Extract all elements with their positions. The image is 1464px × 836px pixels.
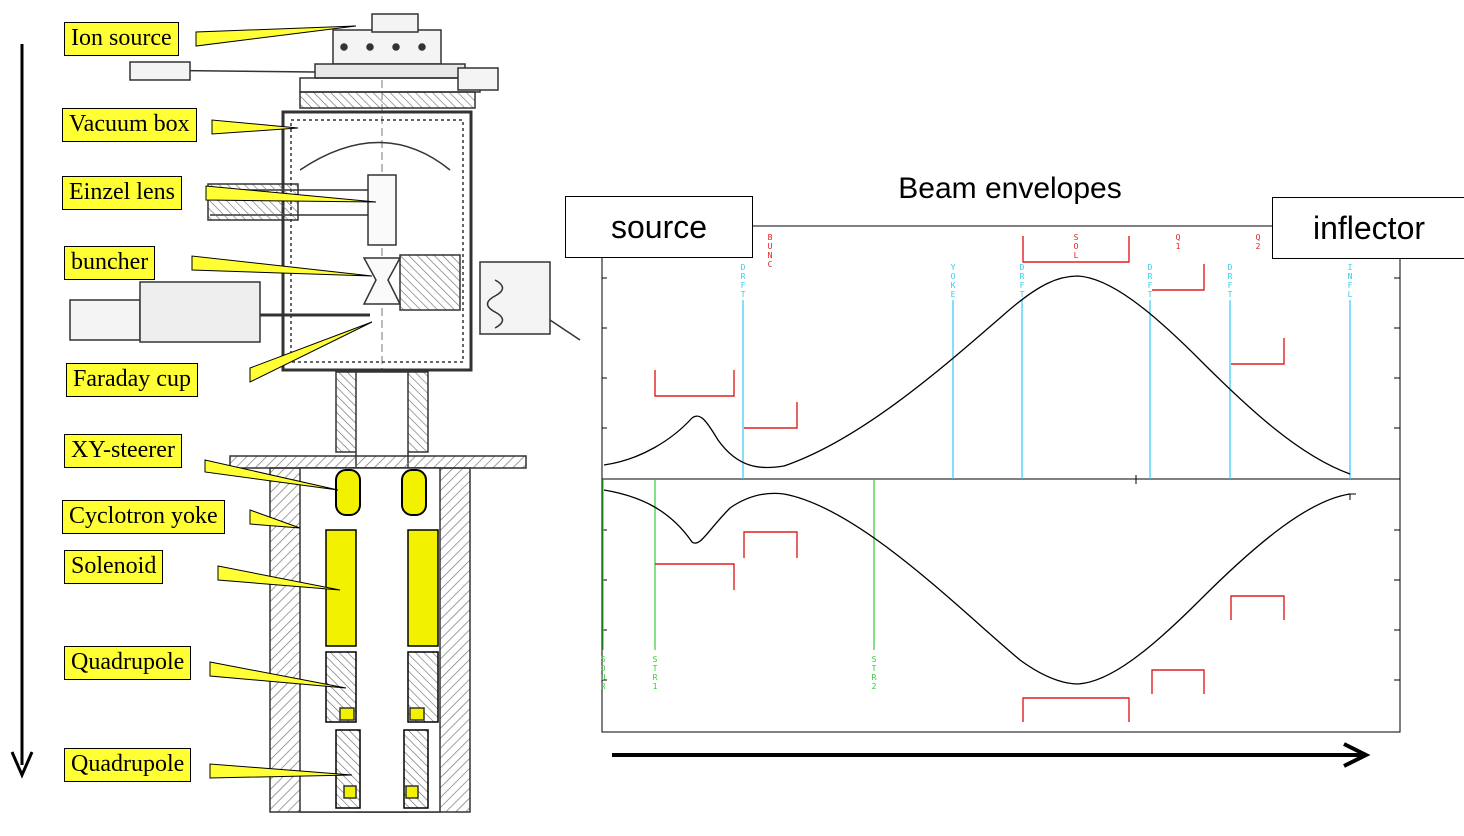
solenoid-element-upper <box>1022 236 1130 263</box>
solenoid-element-lower <box>1022 697 1130 722</box>
ion-source-callout: Ion source <box>64 22 179 56</box>
q1-element-lower <box>1151 669 1205 694</box>
solenoid-callout: Solenoid <box>64 550 164 584</box>
beamline-schematic <box>69 13 581 813</box>
steerer-marker-lines <box>602 480 875 650</box>
buncher-callout: buncher <box>64 246 156 280</box>
q2-element-upper <box>1231 338 1285 365</box>
quadrupole-callout-2: Quadrupole <box>64 748 192 782</box>
plot-title: Beam envelopes <box>898 172 1122 205</box>
horizontal-direction-arrow <box>612 742 1371 768</box>
buncher-element-upper <box>654 370 735 397</box>
q1-element-upper <box>1152 264 1205 291</box>
lower-envelope-curve <box>603 489 1351 685</box>
inflector-label: inflector <box>1272 197 1464 259</box>
vertical-direction-arrow <box>10 44 34 779</box>
drift-element-upper <box>744 402 798 429</box>
buncher-element-lower <box>655 563 735 590</box>
xy-steerer-callout: XY-steerer <box>64 434 182 468</box>
source-label: source <box>565 196 753 258</box>
drift-element-lower <box>743 531 798 558</box>
einzel-lens-callout: Einzel lens <box>62 176 182 210</box>
vacuum-box-callout: Vacuum box <box>62 108 197 142</box>
upper-envelope-curve <box>603 275 1351 475</box>
faraday-cup-callout: Faraday cup <box>66 363 198 397</box>
q2-element-lower <box>1230 595 1285 620</box>
quadrupole-callout-1: Quadrupole <box>64 646 192 680</box>
cyclotron-yoke-callout: Cyclotron yoke <box>62 500 225 534</box>
element-outlines <box>654 236 1285 722</box>
drift-marker-lines <box>742 300 1351 479</box>
callout-pointers <box>191 25 377 779</box>
beam-envelope-plot <box>601 225 1401 733</box>
